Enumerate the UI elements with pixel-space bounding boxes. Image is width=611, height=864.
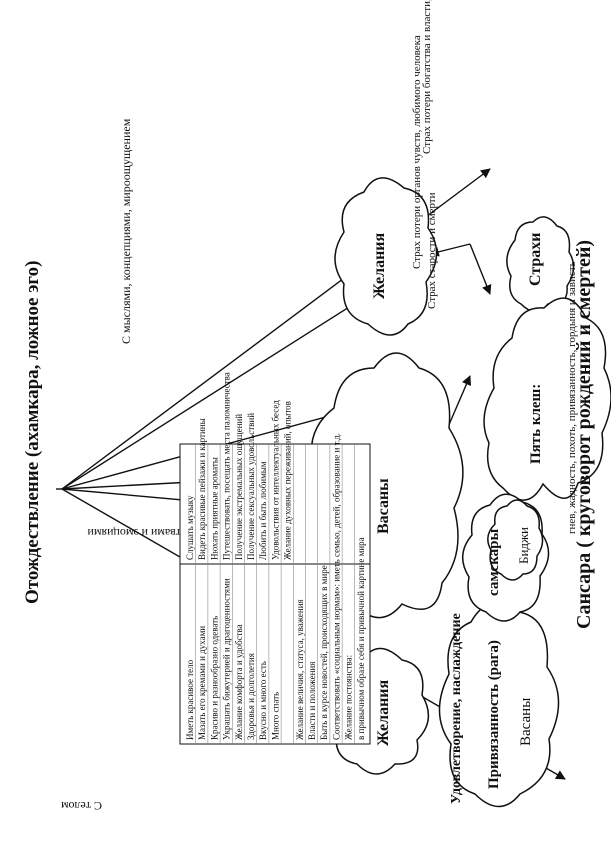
label-vasany-lower: Васаны [518,698,534,746]
table-cell-right: Желание духовных переживаний, опытов [283,401,293,560]
label-pyat-klesh: Пять клеш: [528,384,544,464]
table-cell-left: Красиво и разнообразно одевать [209,616,219,740]
label-udovletvorenie: Удовлетворение, наслаждение [449,613,464,804]
label-bidzhi: Биджи [516,527,531,564]
table-cell-right: Получение сексуальных удовольствий [246,413,256,560]
table-cell-left: Иметь красивое тело [185,659,195,740]
label-vasany: Васаны [375,478,392,534]
table-cell-left: Здоровья и долголетия [246,653,256,740]
table-cell-right: Путешествовать, посещать места паломниче… [222,372,232,560]
table-cell-right: Слушать музыку [185,495,195,560]
label-zhelaniya-left: Желания [375,679,392,746]
label-s-telom: С телом [61,799,102,813]
cloud-bidzhi [487,499,544,581]
cloud-zhelaniya-right [334,177,438,336]
table-cell-left: Желание комфорта и удобства [234,624,244,740]
table-cell-left: Желание постоянства: [344,655,354,740]
label-privyazannost: Привязанность (рага) [486,640,502,789]
fear-old-age: Страх старости и смерти [426,192,438,309]
table-cell-right: Получение экстремальных ощущений [234,414,244,560]
cloud-privyazannost [438,602,560,808]
fear-loss-wealth: Страх потери богатства и власти, страх и… [421,0,433,154]
table-cell-left: Желание величия, статуса, уважения [295,599,305,740]
table-cell-right: Удовольствия от интеллектуальных бесед [270,400,280,560]
desires-table [179,443,371,745]
table-cell-left: Власти и положения [307,662,317,740]
label-samskary: самскары [486,529,502,596]
table-cell-left: Много спать [270,692,280,740]
table-cell-left: в привычном образе себя и привычной карт… [356,537,366,740]
fear-loss-senses: Страх потери органов чувств, любимого че… [411,35,423,269]
table-cell-right: Нюхать приятные ароматы [209,457,219,560]
diagram-title: Отождествление (ахамкара, ложное эго) [22,261,43,604]
label-strakhi: Страхи [527,232,544,286]
cloud-pyat-klesh [483,297,611,501]
table-cell-left: Соответствовать «социальным нормам»: име… [331,433,341,740]
cloud-strakhi [506,216,575,313]
label-klesha-list: гнев, жадность, похоть, привязанность, г… [566,261,578,534]
table-cell-right: Любить и быть любимым [258,461,268,560]
table-cell-right: Видеть красивые пейзажи и картины [197,418,207,560]
label-s-myslyami: С мыслями, концепциями, мироощущением [119,118,133,344]
label-sansara: Сансара ( круговорот рождений и смертей) [573,240,595,629]
table-cell-left: Быть в курсе новостей, происходящих в ми… [319,565,329,740]
table-cell-left: Мазать его кремами и духами [197,626,207,740]
table-cell-left: Украшать бижутерией и драгоценностями [222,578,232,740]
label-zhelaniya-right: Желания [371,232,388,299]
table-cell-left: Вкусно и много есть [258,661,268,740]
